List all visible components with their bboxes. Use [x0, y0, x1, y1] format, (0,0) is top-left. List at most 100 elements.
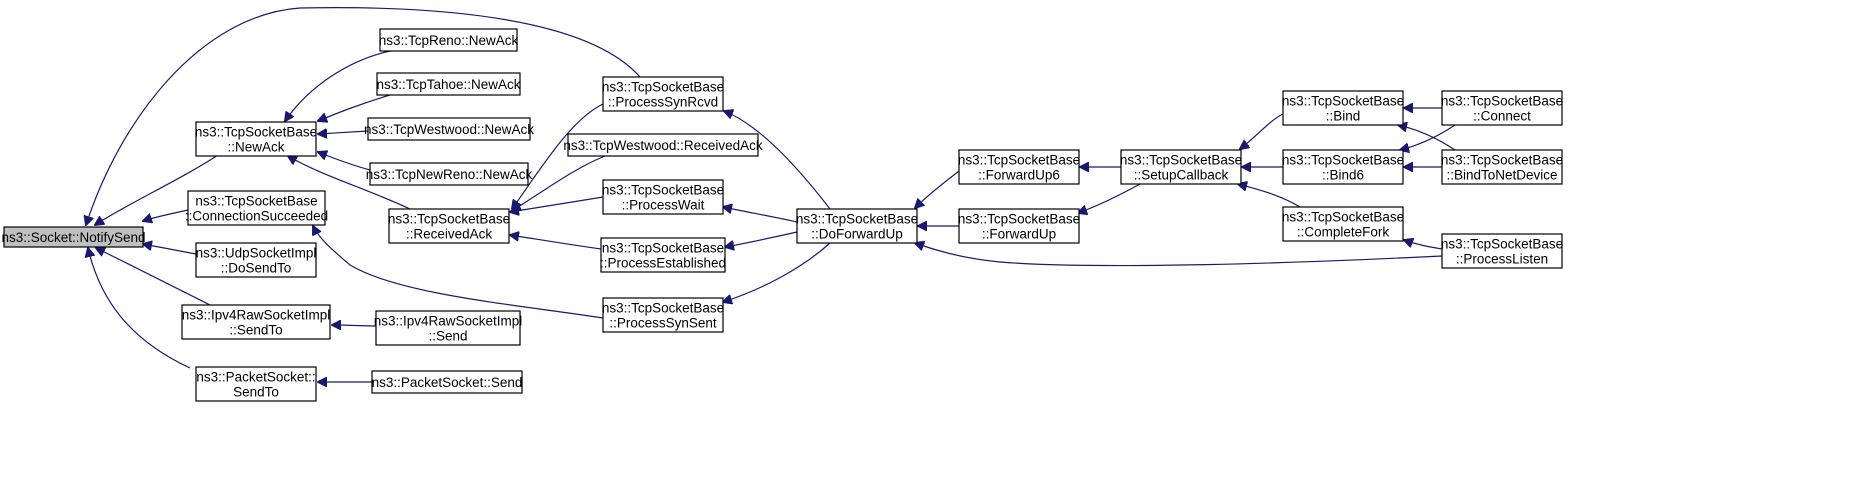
node-label-line: ns3::TcpSocketBase: [1441, 237, 1563, 252]
edge-procsynsent-to-connsucc: [313, 226, 604, 319]
node-forwardup[interactable]: ns3::TcpSocketBase::ForwardUp: [958, 208, 1080, 244]
node-pktsendto[interactable]: ns3::PacketSocket::SendTo: [195, 366, 317, 402]
node-newack[interactable]: ns3::TcpSocketBase::NewAck: [195, 121, 317, 157]
edge-ipv4sendto-to-notifysend: [96, 248, 211, 306]
node-newrenonewack[interactable]: ns3::TcpNewReno::NewAck: [366, 162, 533, 186]
node-label-line: ns3::TcpSocketBase: [195, 194, 317, 209]
node-label-line: ::SetupCallback: [1134, 168, 1229, 183]
node-connsucc[interactable]: ns3::TcpSocketBase::ConnectionSucceeded: [185, 190, 328, 226]
node-connect[interactable]: ns3::TcpSocketBase::Connect: [1441, 90, 1563, 126]
node-proclisten[interactable]: ns3::TcpSocketBase::ProcessListen: [1441, 233, 1563, 269]
node-label-line: ::ProcessSynRcvd: [608, 95, 718, 110]
node-label-line: ns3::TcpSocketBase: [388, 212, 510, 227]
node-label-line: ::ProcessEstablished: [600, 256, 726, 271]
node-renonewack[interactable]: ns3::TcpReno::NewAck: [379, 28, 519, 52]
edge-westwoodnewack-to-newack: [318, 131, 369, 134]
node-setupcallback[interactable]: ns3::TcpSocketBase::SetupCallback: [1120, 149, 1242, 185]
node-label-line: ns3::TcpSocketBase: [1441, 153, 1563, 168]
node-box: [958, 208, 1080, 244]
edge-doforwardup-to-procsynsent: [723, 242, 831, 302]
edge-bindtonetdevice-to-bind: [1398, 125, 1456, 151]
edge-udpdosendto-to-notifysend: [143, 244, 197, 255]
node-label-line: ::SendTo: [229, 323, 282, 338]
node-box: [1282, 149, 1404, 185]
node-label-line: ns3::UdpSocketImpl: [196, 246, 317, 261]
node-box: [1282, 90, 1404, 126]
node-label-line: ns3::Ipv4RawSocketImpl: [374, 314, 523, 329]
edge-connect-to-bind6: [1400, 124, 1456, 150]
node-bindtonetdevice[interactable]: ns3::TcpSocketBase::BindToNetDevice: [1441, 149, 1563, 185]
node-pktsend[interactable]: ns3::PacketSocket::Send: [371, 370, 523, 394]
node-label-line: ns3::PacketSocket::: [196, 370, 315, 385]
edge-connsucc-to-notifysend: [143, 209, 189, 221]
node-label-line: ns3::TcpSocketBase: [958, 153, 1080, 168]
node-label-line: ns3::TcpSocketBase: [1441, 94, 1563, 109]
node-box: [195, 242, 317, 278]
node-westwoodnewack[interactable]: ns3::TcpWestwood::NewAck: [364, 117, 534, 141]
node-forwardup6[interactable]: ns3::TcpSocketBase::ForwardUp6: [958, 149, 1080, 185]
node-completefork[interactable]: ns3::TcpSocketBase::CompleteFork: [1282, 206, 1404, 242]
node-ipv4send[interactable]: ns3::Ipv4RawSocketImpl::Send: [374, 310, 523, 346]
node-label-line: ns3::TcpSocketBase: [602, 80, 724, 95]
node-label-line: ::Send: [428, 329, 467, 344]
node-label-line: ns3::TcpSocketBase: [1282, 153, 1404, 168]
node-box: [388, 208, 510, 244]
node-bind6[interactable]: ns3::TcpSocketBase::Bind6: [1282, 149, 1404, 185]
edge-tahoenewack-to-newack: [318, 94, 391, 121]
node-procestab[interactable]: ns3::TcpSocketBase::ProcessEstablished: [600, 237, 726, 273]
node-label-line: ::CompleteFork: [1297, 225, 1390, 240]
node-label-line: ns3::TcpReno::NewAck: [379, 33, 519, 48]
node-ipv4sendto[interactable]: ns3::Ipv4RawSocketImpl::SendTo: [181, 304, 331, 340]
node-label-line: SendTo: [233, 385, 279, 400]
edge-completefork-to-setupcallback: [1238, 184, 1301, 208]
node-box: [371, 370, 523, 394]
node-label-line: ::ConnectionSucceeded: [185, 209, 328, 224]
node-box: [375, 310, 521, 346]
node-label-line: ns3::TcpSocketBase: [195, 125, 317, 140]
node-box: [195, 121, 317, 157]
edge-forwardup6-to-doforwardup: [915, 170, 960, 208]
node-procsynsent[interactable]: ns3::TcpSocketBase::ProcessSynSent: [602, 297, 724, 333]
node-box: [1441, 233, 1563, 269]
node-label-line: ::ReceivedAck: [406, 227, 493, 242]
node-label-line: ns3::TcpSocketBase: [958, 212, 1080, 227]
node-label-line: ns3::TcpNewReno::NewAck: [366, 167, 533, 182]
node-label-line: ns3::TcpWestwood::NewAck: [364, 122, 534, 137]
node-box: [3, 226, 144, 248]
node-label-line: ns3::TcpSocketBase: [1282, 94, 1404, 109]
node-label-line: ::ProcessWait: [622, 198, 705, 213]
edge-newrenonewack-to-newack: [318, 152, 371, 171]
node-box: [1120, 149, 1242, 185]
edge-receivedack-to-newack: [288, 156, 411, 210]
nodes-layer: ns3::Socket::NotifySendns3::TcpSocketBas…: [1, 28, 1563, 402]
node-box: [195, 366, 317, 402]
node-box: [1282, 206, 1404, 242]
node-box: [187, 190, 326, 226]
node-label-line: ::BindToNetDevice: [1446, 168, 1557, 183]
node-box: [602, 76, 724, 112]
edge-bind-to-setupcallback: [1240, 113, 1284, 149]
node-box: [796, 208, 918, 244]
node-westwoodrecvack[interactable]: ns3::TcpWestwood::ReceivedAck: [563, 133, 763, 157]
node-label-line: ns3::TcpSocketBase: [602, 183, 724, 198]
edge-procsynrcvd-to-receivedack: [512, 103, 604, 209]
node-udpdosendto[interactable]: ns3::UdpSocketImpl::DoSendTo: [195, 242, 317, 278]
node-box: [367, 117, 531, 141]
node-notifysend[interactable]: ns3::Socket::NotifySend: [1, 226, 146, 248]
node-doforwardup[interactable]: ns3::TcpSocketBase::DoForwardUp: [796, 208, 918, 244]
node-procsynrcvd[interactable]: ns3::TcpSocketBase::ProcessSynRcvd: [602, 76, 724, 112]
node-label-line: ns3::TcpWestwood::ReceivedAck: [563, 138, 763, 153]
edge-ipv4send-to-ipv4sendto: [332, 325, 377, 326]
edge-proclisten-to-doforwardup: [915, 243, 1443, 267]
node-bind[interactable]: ns3::TcpSocketBase::Bind: [1282, 90, 1404, 126]
node-procwait[interactable]: ns3::TcpSocketBase::ProcessWait: [602, 179, 724, 215]
node-label-line: ::Bind6: [1322, 168, 1364, 183]
edge-renonewack-to-newack: [285, 50, 391, 121]
node-tahoenewack[interactable]: ns3::TcpTahoe::NewAck: [376, 72, 521, 96]
node-box: [369, 162, 529, 186]
node-label-line: ::ForwardUp: [982, 227, 1056, 242]
edge-doforwardup-to-procestab: [725, 231, 798, 247]
node-box: [602, 297, 724, 333]
node-receivedack[interactable]: ns3::TcpSocketBase::ReceivedAck: [388, 208, 510, 244]
